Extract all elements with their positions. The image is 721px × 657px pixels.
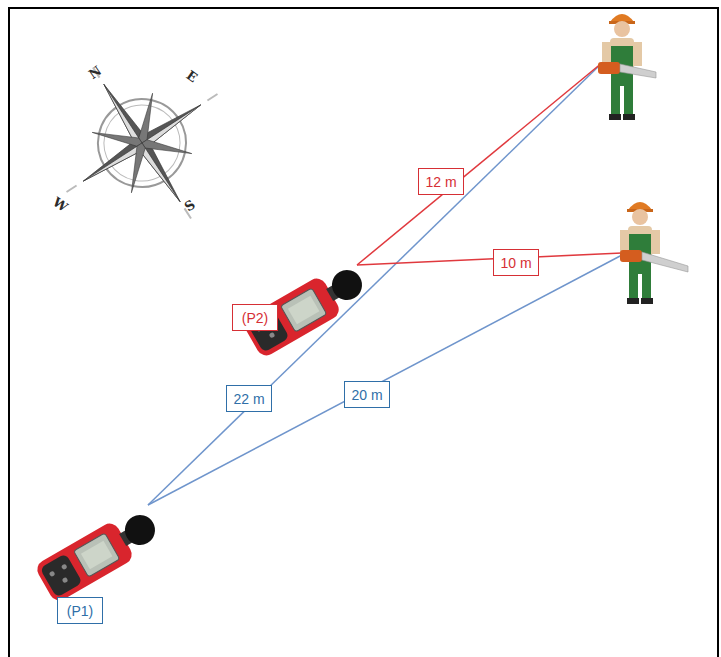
box-text: 12 m	[425, 175, 456, 189]
box-text: 22 m	[233, 392, 264, 406]
distance-label: 10 m	[493, 249, 539, 276]
distance-label: 12 m	[418, 168, 464, 195]
meter-label: (P1)	[57, 597, 103, 624]
compass-letter: W	[51, 195, 70, 214]
distance-label: 22 m	[226, 385, 272, 412]
box-text: 20 m	[351, 388, 382, 402]
box-text: (P1)	[67, 604, 93, 618]
chainsaw-worker	[598, 14, 656, 120]
compass-letter: N	[86, 64, 103, 81]
sound-meter	[34, 503, 164, 604]
distance-label: 20 m	[344, 381, 390, 408]
box-text: (P2)	[242, 311, 268, 325]
chainsaw-worker	[620, 202, 688, 304]
compass-rose	[18, 19, 267, 268]
compass-letter: E	[184, 68, 200, 84]
box-text: 10 m	[500, 256, 531, 270]
frame	[9, 8, 718, 657]
distance-lines	[148, 62, 622, 505]
compass-letter: S	[182, 197, 197, 213]
meter-label: (P2)	[232, 304, 278, 331]
